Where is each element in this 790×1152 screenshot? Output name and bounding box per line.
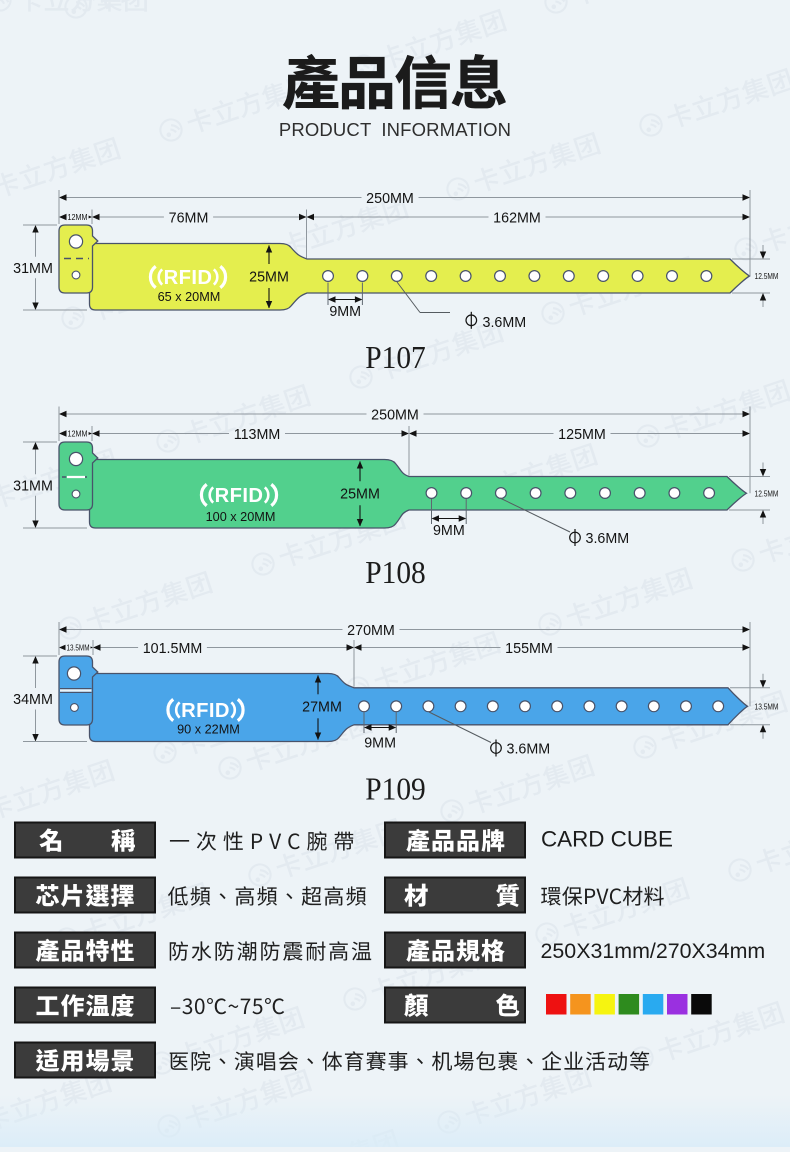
svg-text:76MM: 76MM — [169, 210, 209, 226]
svg-text:P109: P109 — [365, 771, 426, 806]
svg-text:3.6MM: 3.6MM — [586, 531, 630, 547]
svg-text:90 x 22MM: 90 x 22MM — [177, 723, 240, 737]
svg-text:RFID: RFID — [215, 485, 264, 507]
svg-text:RFID: RFID — [164, 267, 213, 289]
svg-text:RFID: RFID — [181, 700, 230, 722]
svg-text:25MM: 25MM — [340, 486, 380, 502]
svg-text:27MM: 27MM — [302, 699, 342, 715]
svg-text:155MM: 155MM — [505, 640, 553, 656]
svg-text:12.5MM: 12.5MM — [755, 271, 779, 281]
svg-text:PRODUCT INFORMATION: PRODUCT INFORMATION — [279, 119, 511, 140]
svg-text:9MM: 9MM — [329, 304, 361, 320]
svg-text:3.6MM: 3.6MM — [507, 741, 551, 757]
svg-text:9MM: 9MM — [364, 735, 396, 751]
svg-text:250MM: 250MM — [366, 190, 414, 206]
svg-text:250MM: 250MM — [371, 407, 419, 423]
svg-text:101.5MM: 101.5MM — [143, 640, 203, 656]
svg-text:P107: P107 — [365, 340, 426, 375]
svg-text:65 x 20MM: 65 x 20MM — [158, 290, 221, 304]
svg-text:12MM: 12MM — [67, 429, 87, 439]
svg-text:125MM: 125MM — [558, 426, 606, 442]
svg-text:113MM: 113MM — [234, 426, 281, 442]
svg-text:12MM: 12MM — [67, 212, 87, 222]
svg-text:13.5MM: 13.5MM — [67, 642, 90, 652]
svg-text:13.5MM: 13.5MM — [755, 701, 779, 711]
svg-text:9MM: 9MM — [433, 523, 465, 539]
svg-text:270MM: 270MM — [347, 622, 395, 638]
svg-text:31MM: 31MM — [13, 261, 53, 277]
svg-text:31MM: 31MM — [13, 478, 53, 494]
svg-text:25MM: 25MM — [249, 269, 289, 285]
svg-text:162MM: 162MM — [493, 210, 541, 226]
svg-text:CARD CUBE: CARD CUBE — [541, 827, 673, 852]
svg-text:12.5MM: 12.5MM — [755, 488, 779, 498]
svg-text:3.6MM: 3.6MM — [483, 315, 527, 331]
svg-text:250X31mm/270X34mm: 250X31mm/270X34mm — [541, 939, 766, 963]
svg-text:P108: P108 — [365, 555, 426, 590]
svg-text:34MM: 34MM — [13, 692, 53, 708]
svg-text:100 x 20MM: 100 x 20MM — [206, 510, 276, 524]
